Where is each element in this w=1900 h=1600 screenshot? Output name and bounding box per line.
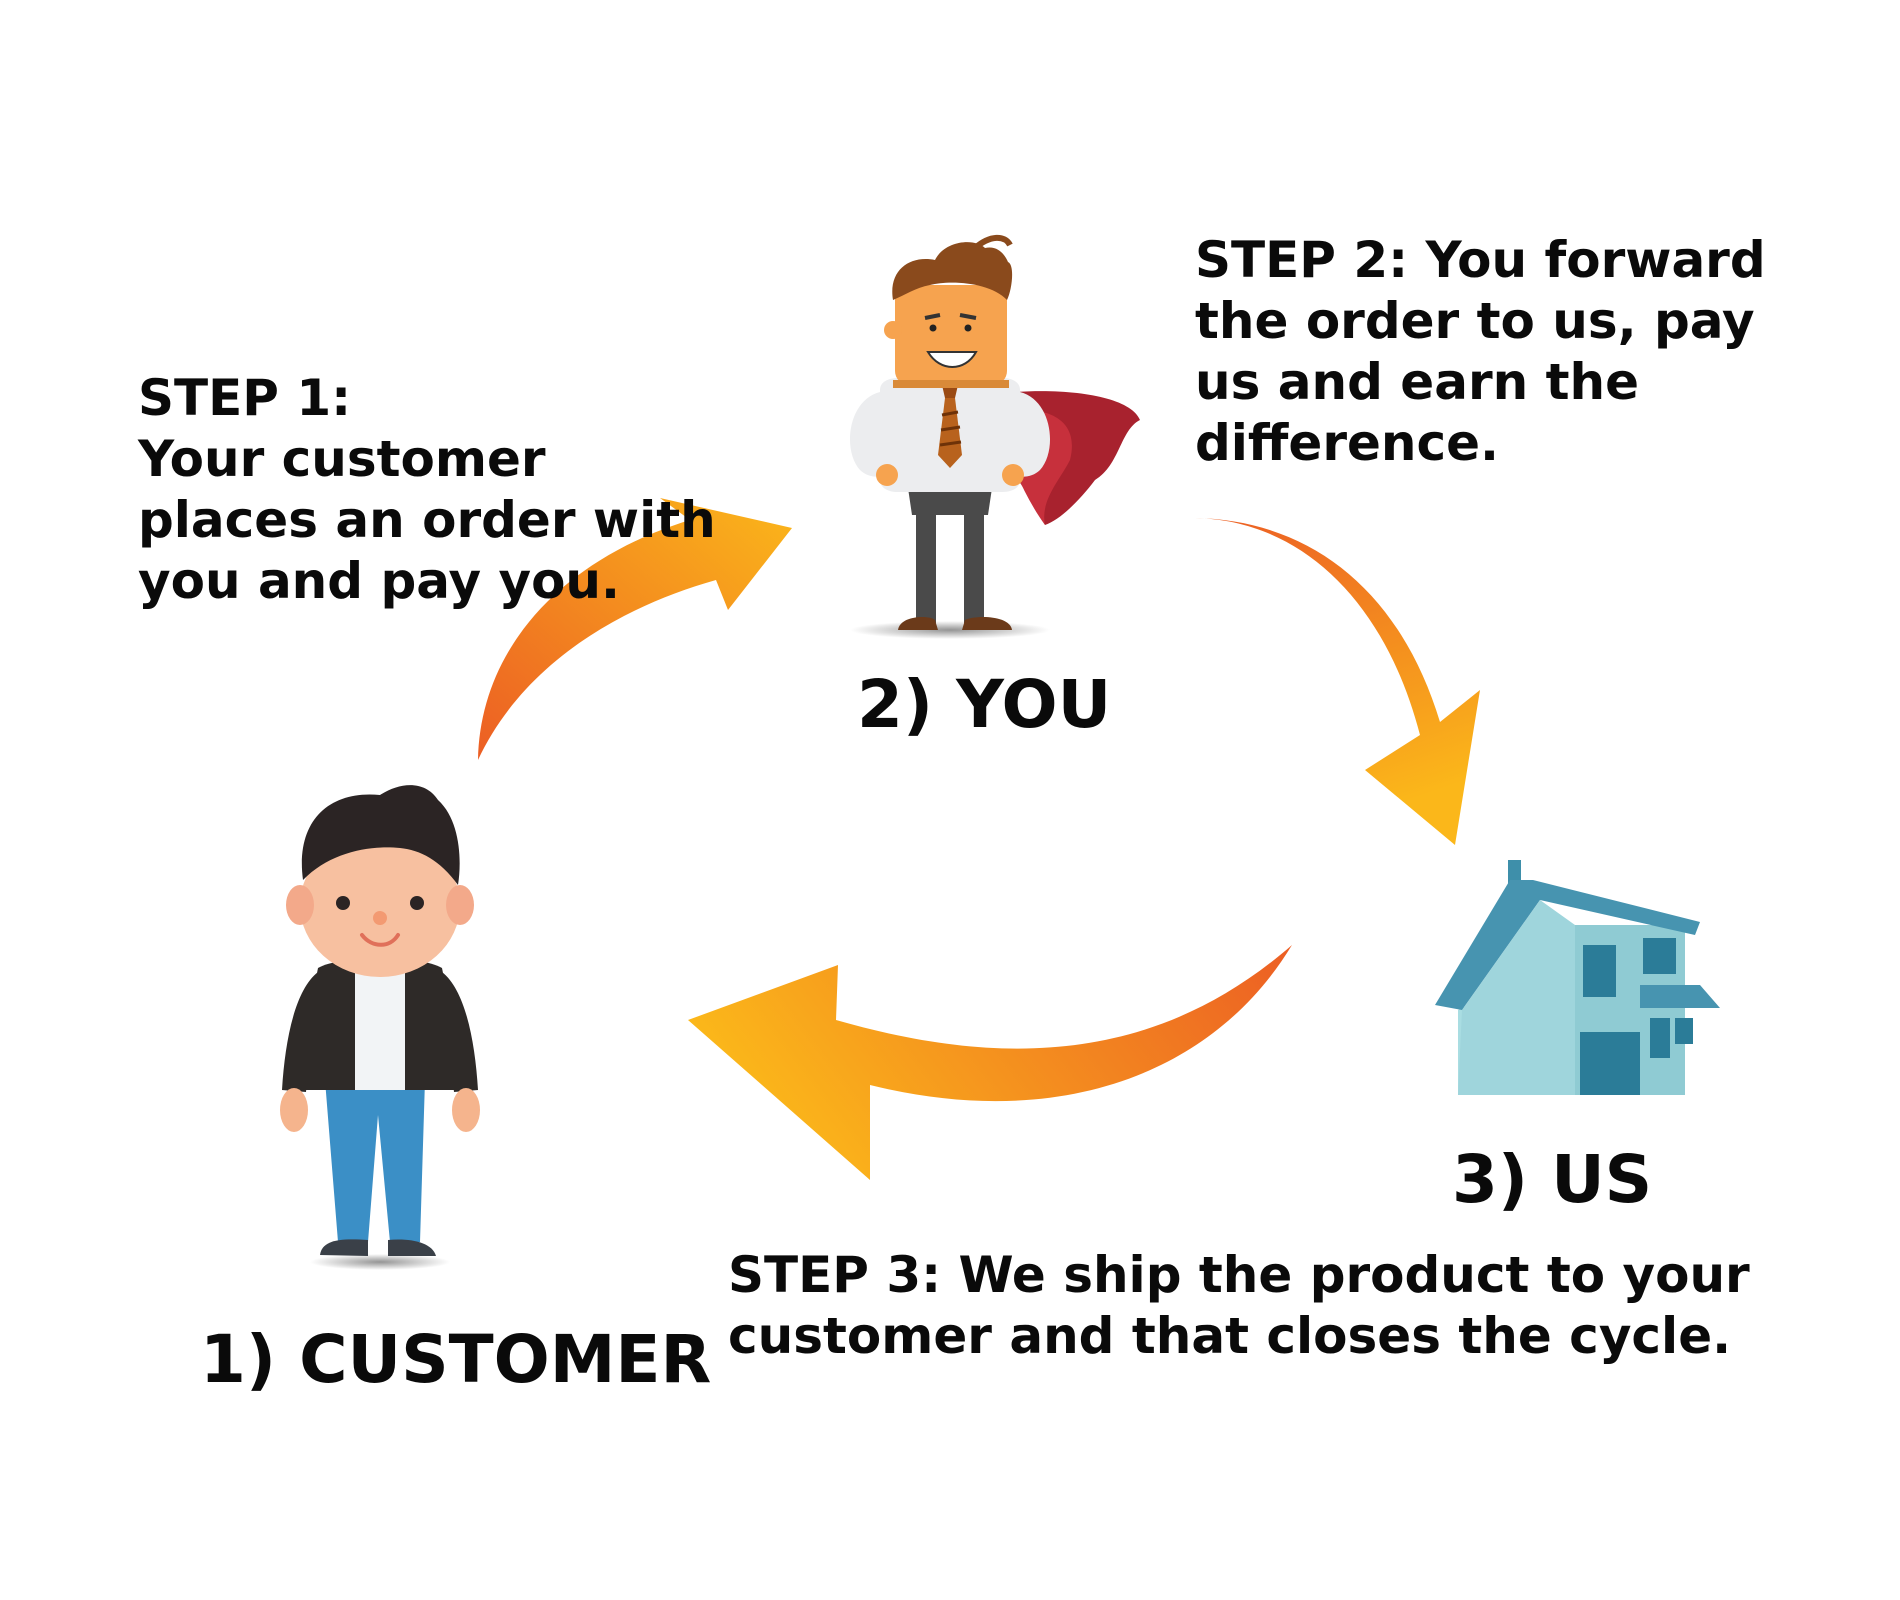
step-1-line: Your customer bbox=[138, 430, 546, 488]
node-label-customer: 1) CUSTOMER bbox=[200, 1321, 712, 1398]
customer-person-icon bbox=[280, 785, 480, 1270]
arrow-customer-to-you-icon bbox=[478, 498, 792, 760]
step-2-line: us and earn the bbox=[1195, 353, 1640, 411]
step-1-line: places an order with bbox=[138, 491, 716, 549]
node-label-you: 2) YOU bbox=[857, 666, 1112, 743]
node-label-us: 3) US bbox=[1452, 1141, 1653, 1218]
step-2-text: STEP 2: You forward the order to us, pay… bbox=[1195, 230, 1766, 474]
arrow-you-to-us-icon bbox=[1195, 518, 1480, 845]
step-2-line: STEP 2: You forward bbox=[1195, 231, 1766, 289]
step-1-line: STEP 1: bbox=[138, 369, 352, 427]
arrow-us-to-customer-icon bbox=[688, 945, 1292, 1180]
step-1-line: you and pay you. bbox=[138, 552, 621, 610]
step-3-line: STEP 3: We ship the product to your bbox=[728, 1246, 1750, 1304]
house-icon bbox=[1435, 860, 1720, 1095]
step-3-line: customer and that closes the cycle. bbox=[728, 1307, 1732, 1365]
step-1-text: STEP 1: Your customer places an order wi… bbox=[138, 368, 716, 612]
step-2-line: difference. bbox=[1195, 414, 1500, 472]
step-3-text: STEP 3: We ship the product to your cust… bbox=[728, 1245, 1750, 1367]
step-2-line: the order to us, pay bbox=[1195, 292, 1755, 350]
superhero-businessman-icon bbox=[849, 234, 1140, 639]
